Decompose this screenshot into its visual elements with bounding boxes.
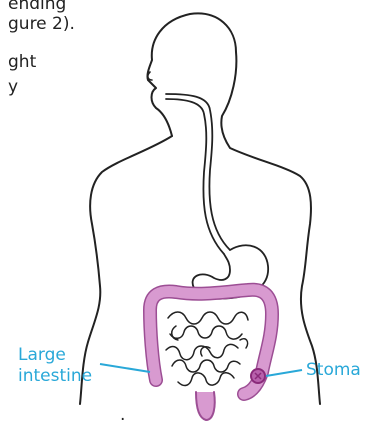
esophagus-inner — [166, 99, 224, 254]
rectum — [196, 392, 215, 420]
nose-outline — [148, 72, 152, 80]
esophagus-outer — [166, 94, 230, 250]
small-intestine — [166, 312, 248, 385]
large-intestine-label: Large intestine — [18, 345, 92, 387]
stoma-label: Stoma — [306, 360, 361, 381]
large-intestine-leader-line — [100, 364, 150, 372]
stoma-leader-line — [266, 370, 302, 376]
large-intestine-label-line-2: intestine — [18, 366, 92, 387]
large-intestine-label-line-1: Large — [18, 345, 92, 366]
